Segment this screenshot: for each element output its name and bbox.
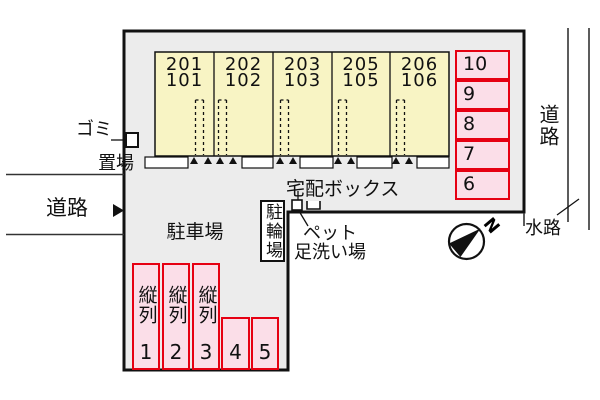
parking-space-7: 7: [455, 140, 510, 170]
road-left-lines: [6, 173, 124, 236]
pet-wash-fixture: [291, 199, 303, 211]
parking-space-8: 8: [455, 110, 510, 140]
parking-space-6: 6: [455, 170, 510, 200]
parking-space-1: 縦列 1: [132, 263, 160, 370]
parking-space-5: 5: [251, 317, 279, 370]
garbage-area-label: ゴミ 置場: [76, 119, 135, 174]
road-right-label: 道路: [536, 104, 560, 148]
stairs-dashed-outlines: [194, 99, 406, 155]
porches: [144, 156, 450, 169]
road-right-lines: [523, 28, 590, 230]
road-direction-arrow-icon: [113, 204, 124, 217]
road-left-label: 道路: [46, 196, 88, 220]
bicycle-parking-box: 駐輪場: [260, 200, 285, 262]
delivery-box-label: 宅配ボックス: [286, 178, 400, 200]
parking-space-10: 10: [455, 50, 510, 80]
waterway-leader-line: [556, 198, 580, 216]
unit-dividers: [213, 52, 391, 156]
parking-column-right: 10 9 8 7 6: [455, 50, 510, 200]
pet-wash-label: ペット 足洗い場: [294, 223, 366, 263]
parking-space-9: 9: [455, 80, 510, 110]
garbage-box: [125, 132, 139, 148]
parking-space-3: 縦列 3: [192, 263, 220, 370]
entrance-markers: [190, 157, 413, 164]
delivery-box-fixture: [306, 201, 321, 210]
pet-wash-leader-line: [298, 210, 309, 227]
parking-space-2: 縦列 2: [162, 263, 190, 370]
compass-north-icon: N: [447, 214, 503, 261]
parking-space-4: 4: [221, 317, 250, 370]
parking-lot-label: 駐車場: [166, 221, 224, 243]
waterway-label: 水路: [525, 218, 561, 239]
